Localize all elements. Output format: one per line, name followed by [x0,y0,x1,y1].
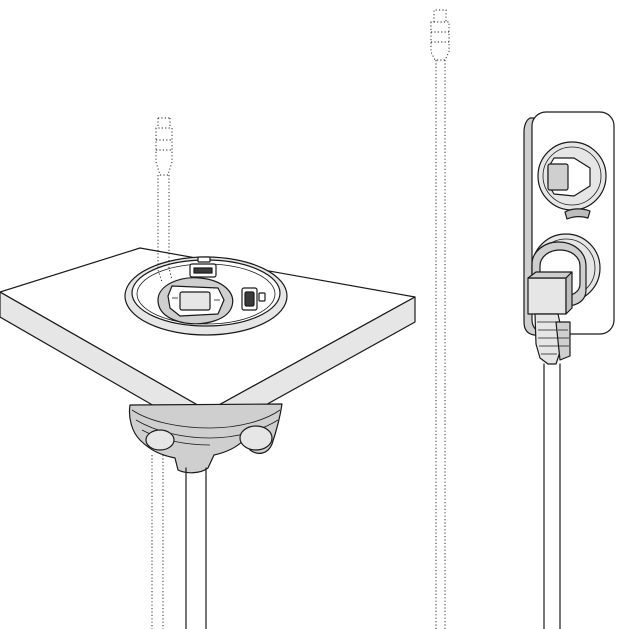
usb-a-icon [197,256,211,263]
usb-cable-under-desk [151,455,164,629]
usb-c-icon [258,292,266,302]
schuko-plug [527,241,587,365]
wall-plug-cable [543,363,561,629]
desk-grommet-socket [124,256,288,336]
grommet-housing-under [128,403,283,474]
outlet-1 [537,141,607,220]
usb-c-cable-grommet [155,117,173,283]
usb-a-port [189,256,217,278]
usb-c-cable-long [430,9,450,629]
usb-c-port [241,287,266,311]
grommet-power-cable [185,467,207,629]
schuko-socket [157,277,234,325]
